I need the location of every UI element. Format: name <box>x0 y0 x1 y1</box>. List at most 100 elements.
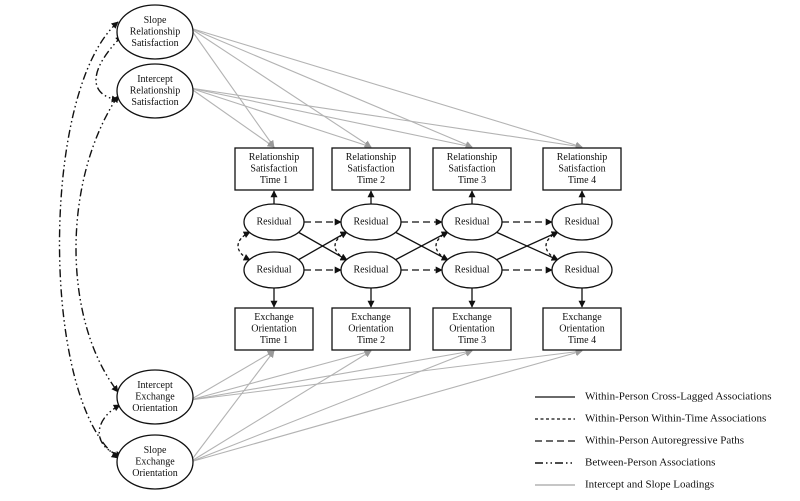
residual-rs-time-3: Residual <box>441 203 503 241</box>
between-intercept-slope-eo <box>98 404 123 458</box>
residual-eo-time-4: Residual <box>551 251 613 289</box>
node-label-line: Satisfaction <box>558 163 605 174</box>
node-label-line: Time 1 <box>260 175 288 186</box>
residual-label: Residual <box>455 264 490 275</box>
node-label-line: Relationship <box>249 152 300 163</box>
observed-box <box>542 307 622 351</box>
legend-item-gray: Intercept and Slope Loadings <box>535 479 714 491</box>
residual-label: Residual <box>354 264 389 275</box>
residual-label: Residual <box>257 216 292 227</box>
loading-intercept-rs-time-2 <box>189 87 372 149</box>
loading-slope-rs-time-3 <box>189 27 473 148</box>
legend-item-short-dash: Within-Person Within-Time Associations <box>535 413 766 425</box>
loading-intercept-eo-time-2 <box>189 349 372 401</box>
between-intercept-rs-intercept-eo <box>75 95 119 393</box>
node-label-line: Slope <box>144 15 167 26</box>
node-label-line: Satisfaction <box>448 163 495 174</box>
legend-label: Between-Person Associations <box>585 457 715 469</box>
loading-intercept-rs-time-4 <box>189 87 583 150</box>
node-label-line: Intercept <box>137 74 173 85</box>
residual-label: Residual <box>565 264 600 275</box>
within-time-time-4 <box>545 231 559 261</box>
within-time-time-3 <box>435 231 449 261</box>
residual-eo-time-3: Residual <box>441 251 503 289</box>
latent-ellipse <box>116 434 194 490</box>
residual-eo-time-1: Residual <box>243 251 305 289</box>
loading-slope-eo-time-3 <box>189 350 473 463</box>
residual-ellipse <box>441 203 503 241</box>
residual-ellipse <box>551 251 613 289</box>
loading-intercept-rs-time-3 <box>189 87 473 150</box>
loading-slope-eo-time-2 <box>189 350 372 463</box>
node-label-line: Orientation <box>251 323 297 334</box>
node-label-line: Exchange <box>562 312 602 323</box>
loading-intercept-eo-time-1 <box>189 350 275 401</box>
residual-rs-time-4: Residual <box>551 203 613 241</box>
node-label-line: Orientation <box>132 468 178 479</box>
legend-item-dash-dot: Between-Person Associations <box>535 457 715 469</box>
node-label-line: Exchange <box>135 391 175 402</box>
latent-ellipse <box>116 369 194 425</box>
observed-box <box>432 147 512 191</box>
loading-slope-rs-time-2 <box>189 27 372 148</box>
legend-item-long-dash: Within-Person Autoregressive Paths <box>535 435 744 447</box>
loading-intercept-rs-time-1 <box>189 87 275 148</box>
observed-box <box>234 307 314 351</box>
node-label-line: Orientation <box>449 323 495 334</box>
observed-box <box>432 307 512 351</box>
residual-label: Residual <box>354 216 389 227</box>
legend-item-solid: Within-Person Cross-Lagged Associations <box>535 391 772 403</box>
residual-ellipse <box>340 251 402 289</box>
node-label-line: Time 4 <box>568 335 596 346</box>
residual-rs-time-2: Residual <box>340 203 402 241</box>
node-label-line: Time 3 <box>458 335 486 346</box>
latent-ellipse <box>116 4 194 60</box>
within-time-time-1 <box>237 231 251 261</box>
node-label-line: Relationship <box>557 152 608 163</box>
loading-slope-rs-time-4 <box>189 27 583 149</box>
residual-ellipse <box>243 251 305 289</box>
node-label-line: Time 2 <box>357 175 385 186</box>
residual-label: Residual <box>455 216 490 227</box>
node-label-line: Exchange <box>452 312 492 323</box>
residual-rs-time-1: Residual <box>243 203 305 241</box>
node-label-line: Orientation <box>132 403 178 414</box>
loading-slope-rs-time-1 <box>189 27 275 148</box>
residual-ellipse <box>340 203 402 241</box>
observed-box <box>234 147 314 191</box>
residual-eo-time-2: Residual <box>340 251 402 289</box>
legend-label: Within-Person Cross-Lagged Associations <box>585 391 772 403</box>
residual-label: Residual <box>257 264 292 275</box>
node-label-line: Satisfaction <box>347 163 394 174</box>
node-label-line: Time 1 <box>260 335 288 346</box>
latent-ellipse <box>116 63 194 119</box>
residual-ellipse <box>551 203 613 241</box>
crosslag-eo-to-rs-2-3 <box>394 231 449 261</box>
within-time-time-2 <box>334 231 348 261</box>
legend-label: Intercept and Slope Loadings <box>585 479 714 491</box>
observed-box <box>331 147 411 191</box>
node-label-line: Relationship <box>130 26 181 37</box>
legend-label: Within-Person Within-Time Associations <box>585 413 766 425</box>
loading-slope-eo-time-4 <box>189 349 583 463</box>
node-label-line: Satisfaction <box>131 97 178 108</box>
residual-ellipse <box>441 251 503 289</box>
between-slope-intercept-rs <box>95 35 123 103</box>
node-label-line: Time 4 <box>568 175 596 186</box>
node-label-line: Exchange <box>254 312 294 323</box>
edges <box>58 21 586 463</box>
observed-box <box>331 307 411 351</box>
